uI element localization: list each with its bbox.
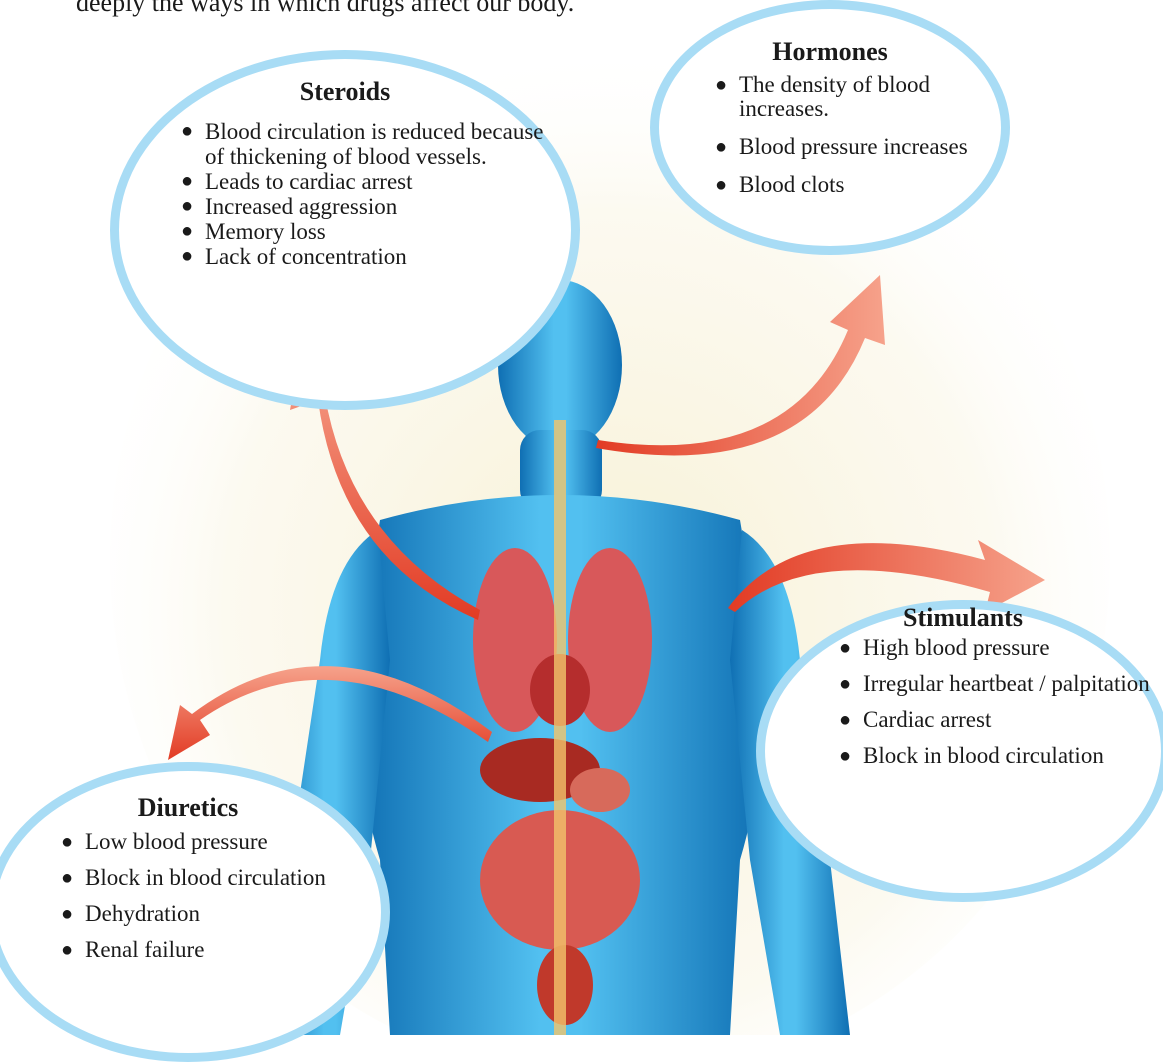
- list-item: ●Memory loss: [177, 219, 557, 244]
- list-item: ●Block in blood circulation: [57, 867, 387, 889]
- bullet-icon: ●: [181, 119, 193, 144]
- list-item: ●Increased aggression: [177, 194, 557, 219]
- bullet-icon: ●: [839, 745, 851, 767]
- bullet-icon: ●: [61, 903, 73, 925]
- list-item: ●Irregular heartbeat / palpitation: [835, 673, 1163, 695]
- list-item: ●Blood clots: [711, 173, 991, 197]
- diuretics-title: Diuretics: [0, 793, 381, 823]
- bullet-icon: ●: [61, 867, 73, 889]
- bullet-icon: ●: [715, 135, 727, 159]
- bullet-icon: ●: [715, 73, 727, 97]
- bullet-icon: ●: [839, 709, 851, 731]
- list-item: ●Lack of concentration: [177, 244, 557, 269]
- bullet-icon: ●: [61, 831, 73, 853]
- list-item: ●Leads to cardiac arrest: [177, 169, 557, 194]
- list-item: ●Renal failure: [57, 939, 387, 961]
- list-item: ●Cardiac arrest: [835, 709, 1163, 731]
- list-item: ●The density of blood increases.: [711, 73, 991, 121]
- list-item: ●Low blood pressure: [57, 831, 387, 853]
- bullet-icon: ●: [181, 169, 193, 194]
- stimulants-bubble: Stimulants ●High blood pressure ●Irregul…: [756, 600, 1163, 902]
- bullet-icon: ●: [839, 673, 851, 695]
- diuretics-effects-list: ●Low blood pressure ●Block in blood circ…: [57, 831, 387, 975]
- list-item: ●High blood pressure: [835, 637, 1163, 659]
- bullet-icon: ●: [181, 244, 193, 269]
- stimulants-effects-list: ●High blood pressure ●Irregular heartbea…: [835, 637, 1163, 781]
- steroids-bubble: Steroids ●Blood circulation is reduced b…: [110, 50, 580, 410]
- bullet-icon: ●: [839, 637, 851, 659]
- list-item: ●Blood circulation is reduced because of…: [177, 119, 557, 169]
- list-item: ●Blood pressure increases: [711, 135, 991, 159]
- hormones-effects-list: ●The density of blood increases. ●Blood …: [711, 73, 991, 211]
- hormones-title: Hormones: [659, 37, 1001, 67]
- bullet-icon: ●: [715, 173, 727, 197]
- stimulants-title: Stimulants: [765, 603, 1161, 633]
- list-item: ●Dehydration: [57, 903, 387, 925]
- steroids-title: Steroids: [119, 77, 571, 107]
- hormones-bubble: Hormones ●The density of blood increases…: [650, 0, 1010, 255]
- bullet-icon: ●: [61, 939, 73, 961]
- bullet-icon: ●: [181, 194, 193, 219]
- diuretics-bubble: Diuretics ●Low blood pressure ●Block in …: [0, 762, 390, 1062]
- bullet-icon: ●: [181, 219, 193, 244]
- steroids-effects-list: ●Blood circulation is reduced because of…: [177, 119, 557, 269]
- drug-effects-diagram: deeply the ways in which drugs affect ou…: [0, 0, 1163, 1035]
- list-item: ●Block in blood circulation: [835, 745, 1163, 767]
